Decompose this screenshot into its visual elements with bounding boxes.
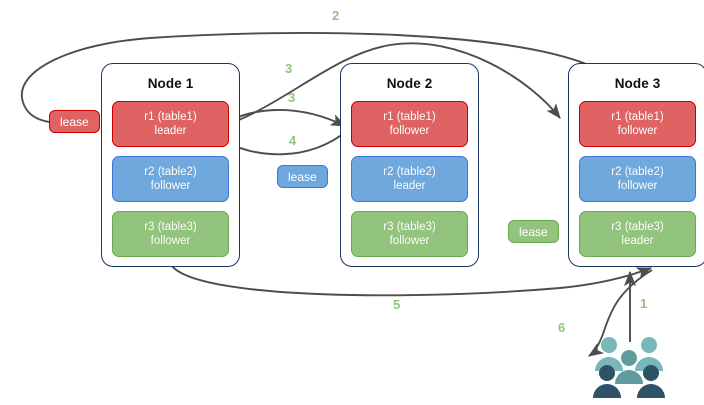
- users-front-row: [593, 365, 665, 398]
- replica-name: r1 (table1): [383, 111, 436, 123]
- replica-chip-r3[interactable]: r3 (table3) follower: [351, 211, 468, 257]
- lease-label: lease: [288, 169, 317, 184]
- replica-name: r2 (table2): [144, 166, 197, 178]
- replica-name: r3 (table3): [611, 221, 664, 233]
- replica-role: follower: [617, 180, 658, 192]
- step-label-4: 4: [289, 133, 297, 148]
- node-card-2[interactable]: Node 2 r1 (table1) follower r2 (table2) …: [340, 63, 479, 267]
- lease-chip-blue[interactable]: lease: [277, 165, 328, 188]
- replica-list: r1 (table1) follower r2 (table2) followe…: [569, 101, 704, 269]
- replica-chip-r1[interactable]: r1 (table1) follower: [351, 101, 468, 147]
- replica-role: follower: [150, 180, 191, 192]
- replica-role: follower: [389, 235, 430, 247]
- replica-name: r2 (table2): [611, 166, 664, 178]
- replica-role: follower: [389, 125, 430, 137]
- step-label-6: 6: [558, 320, 566, 335]
- step-label-5: 5: [393, 297, 401, 312]
- replica-name: r3 (table3): [144, 221, 197, 233]
- arrow-step-5: [171, 265, 653, 297]
- replica-name: r1 (table1): [144, 111, 197, 123]
- replica-role: follower: [150, 235, 191, 247]
- replica-chip-r2[interactable]: r2 (table2) follower: [112, 156, 229, 202]
- replica-chip-r2[interactable]: r2 (table2) leader: [351, 156, 468, 202]
- replica-chip-r1[interactable]: r1 (table1) follower: [579, 101, 696, 147]
- replica-chip-r3[interactable]: r3 (table3) follower: [112, 211, 229, 257]
- replica-role: follower: [617, 125, 658, 137]
- replica-role: leader: [393, 180, 426, 192]
- step-label-3-lower: 3: [288, 90, 296, 105]
- lease-label: lease: [60, 114, 89, 129]
- replica-chip-r2[interactable]: r2 (table2) follower: [579, 156, 696, 202]
- replica-name: r1 (table1): [611, 111, 664, 123]
- lease-chip-green[interactable]: lease: [508, 220, 559, 243]
- replica-list: r1 (table1) leader r2 (table2) follower …: [102, 101, 239, 269]
- step-label-3-upper: 3: [285, 61, 293, 76]
- replica-name: r3 (table3): [383, 221, 436, 233]
- replica-name: r2 (table2): [383, 166, 436, 178]
- replica-role: leader: [154, 125, 187, 137]
- users-group-icon: [593, 337, 665, 398]
- step-label-2: 2: [332, 8, 340, 23]
- step-label-1: 1: [640, 296, 648, 311]
- node-card-3[interactable]: Node 3 r1 (table1) follower r2 (table2) …: [568, 63, 704, 267]
- lease-label: lease: [519, 224, 548, 239]
- replica-chip-r1[interactable]: r1 (table1) leader: [112, 101, 229, 147]
- lease-chip-red[interactable]: lease: [49, 110, 100, 133]
- replica-role: leader: [621, 235, 654, 247]
- node-title: Node 1: [147, 76, 194, 91]
- node-card-1[interactable]: Node 1 r1 (table1) leader r2 (table2) fo…: [101, 63, 240, 267]
- replica-chip-r3[interactable]: r3 (table3) leader: [579, 211, 696, 257]
- node-title: Node 2: [386, 76, 433, 91]
- node-title: Node 3: [614, 76, 661, 91]
- replica-list: r1 (table1) follower r2 (table2) leader …: [341, 101, 478, 269]
